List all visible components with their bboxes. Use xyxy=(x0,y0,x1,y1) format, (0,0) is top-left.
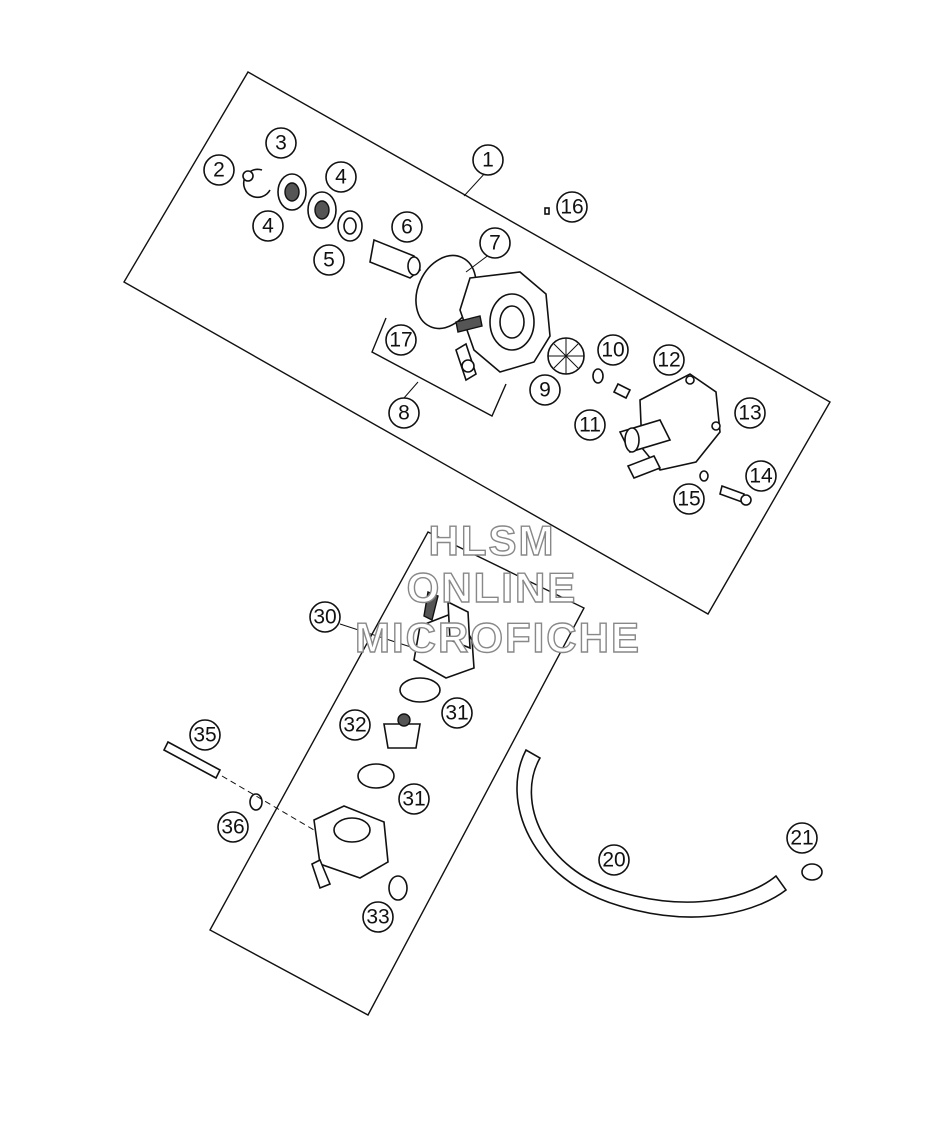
svg-text:11: 11 xyxy=(579,414,601,437)
callout-15: 15 xyxy=(673,483,705,515)
svg-text:36: 36 xyxy=(221,816,244,839)
housing-subgroup-bracket xyxy=(371,317,507,417)
seal-ring-part xyxy=(337,210,363,242)
pump-shaft-part xyxy=(369,238,421,279)
svg-text:14: 14 xyxy=(749,465,773,488)
bearing-part-1 xyxy=(277,173,307,211)
callout-14: 14 xyxy=(745,460,777,492)
callout-35: 35 xyxy=(189,719,221,751)
leader-lines xyxy=(339,171,491,651)
svg-text:9: 9 xyxy=(539,379,551,402)
svg-text:21: 21 xyxy=(790,827,813,850)
callout-32: 32 xyxy=(339,709,371,741)
svg-text:8: 8 xyxy=(398,402,410,425)
callout-4-left: 4 xyxy=(252,210,284,242)
long-bolt-part xyxy=(162,740,222,780)
bolt-alignment-line xyxy=(221,775,315,831)
watermark: HLSM ONLINE MICROFICHE xyxy=(354,516,641,661)
pump-cover-part xyxy=(618,373,721,480)
callout-16: 16 xyxy=(556,191,588,223)
callout-31-upper: 31 xyxy=(441,697,473,729)
callout-9: 9 xyxy=(529,374,561,406)
svg-text:33: 33 xyxy=(366,906,389,929)
pump-housing-part xyxy=(455,271,551,382)
callout-2: 2 xyxy=(203,154,235,186)
callout-30: 30 xyxy=(309,601,341,633)
water-pump-assembly-frame xyxy=(123,71,831,615)
callout-12: 12 xyxy=(653,344,685,376)
bearing-part-2 xyxy=(307,191,337,229)
o-ring-part-15 xyxy=(699,470,709,482)
bolt-washer-part xyxy=(249,793,263,811)
thermostat-housing-part xyxy=(311,805,389,890)
thermostat-cover-part xyxy=(413,591,475,679)
callout-36: 36 xyxy=(217,811,249,843)
svg-text:31: 31 xyxy=(402,788,425,811)
impeller-bolt-part xyxy=(612,382,632,400)
coolant-hose-part xyxy=(516,748,788,918)
callout-17: 17 xyxy=(385,324,417,356)
callout-4-upper: 4 xyxy=(325,161,357,193)
cover-bolt-part xyxy=(719,484,752,506)
thermostat-small-o-ring xyxy=(388,875,408,901)
thermostat-assembly-frame xyxy=(209,531,585,1016)
svg-text:ONLINE: ONLINE xyxy=(407,564,578,611)
svg-text:17: 17 xyxy=(389,329,412,352)
callout-8: 8 xyxy=(388,397,420,429)
callout-33: 33 xyxy=(362,901,394,933)
svg-text:31: 31 xyxy=(445,702,468,725)
callout-3: 3 xyxy=(265,127,297,159)
svg-text:15: 15 xyxy=(677,488,700,511)
callout-11: 11 xyxy=(574,409,606,441)
callout-13: 13 xyxy=(734,397,766,429)
svg-text:10: 10 xyxy=(601,339,624,362)
svg-text:1: 1 xyxy=(482,149,494,172)
svg-text:4: 4 xyxy=(335,166,347,189)
svg-text:13: 13 xyxy=(738,402,761,425)
svg-text:32: 32 xyxy=(343,714,366,737)
svg-text:20: 20 xyxy=(602,849,625,872)
callout-21: 21 xyxy=(786,822,818,854)
svg-text:12: 12 xyxy=(657,349,680,372)
callout-5: 5 xyxy=(313,244,345,276)
callout-10: 10 xyxy=(597,334,629,366)
small-ring-part xyxy=(242,170,254,182)
thermostat-o-ring-upper xyxy=(399,677,441,703)
callout-20: 20 xyxy=(598,844,630,876)
hose-clamp-part xyxy=(801,863,823,881)
pin-part-16 xyxy=(544,207,550,215)
svg-text:HLSM: HLSM xyxy=(429,517,556,564)
svg-text:30: 30 xyxy=(313,606,336,629)
thermostat-o-ring-lower xyxy=(357,763,395,789)
thermostat-part xyxy=(383,713,421,749)
svg-text:6: 6 xyxy=(401,216,413,239)
svg-text:5: 5 xyxy=(323,249,335,272)
callout-1: 1 xyxy=(472,144,504,176)
washer-part xyxy=(592,368,604,384)
svg-text:4: 4 xyxy=(262,215,274,238)
svg-text:MICROFICHE: MICROFICHE xyxy=(355,614,641,661)
svg-text:2: 2 xyxy=(213,159,225,182)
callout-31-lower: 31 xyxy=(398,783,430,815)
impeller-part xyxy=(547,337,585,375)
svg-text:16: 16 xyxy=(560,196,583,219)
callout-6: 6 xyxy=(391,211,423,243)
svg-text:7: 7 xyxy=(489,232,501,255)
svg-text:35: 35 xyxy=(193,724,216,747)
callout-7: 7 xyxy=(479,227,511,259)
svg-text:3: 3 xyxy=(275,132,287,155)
